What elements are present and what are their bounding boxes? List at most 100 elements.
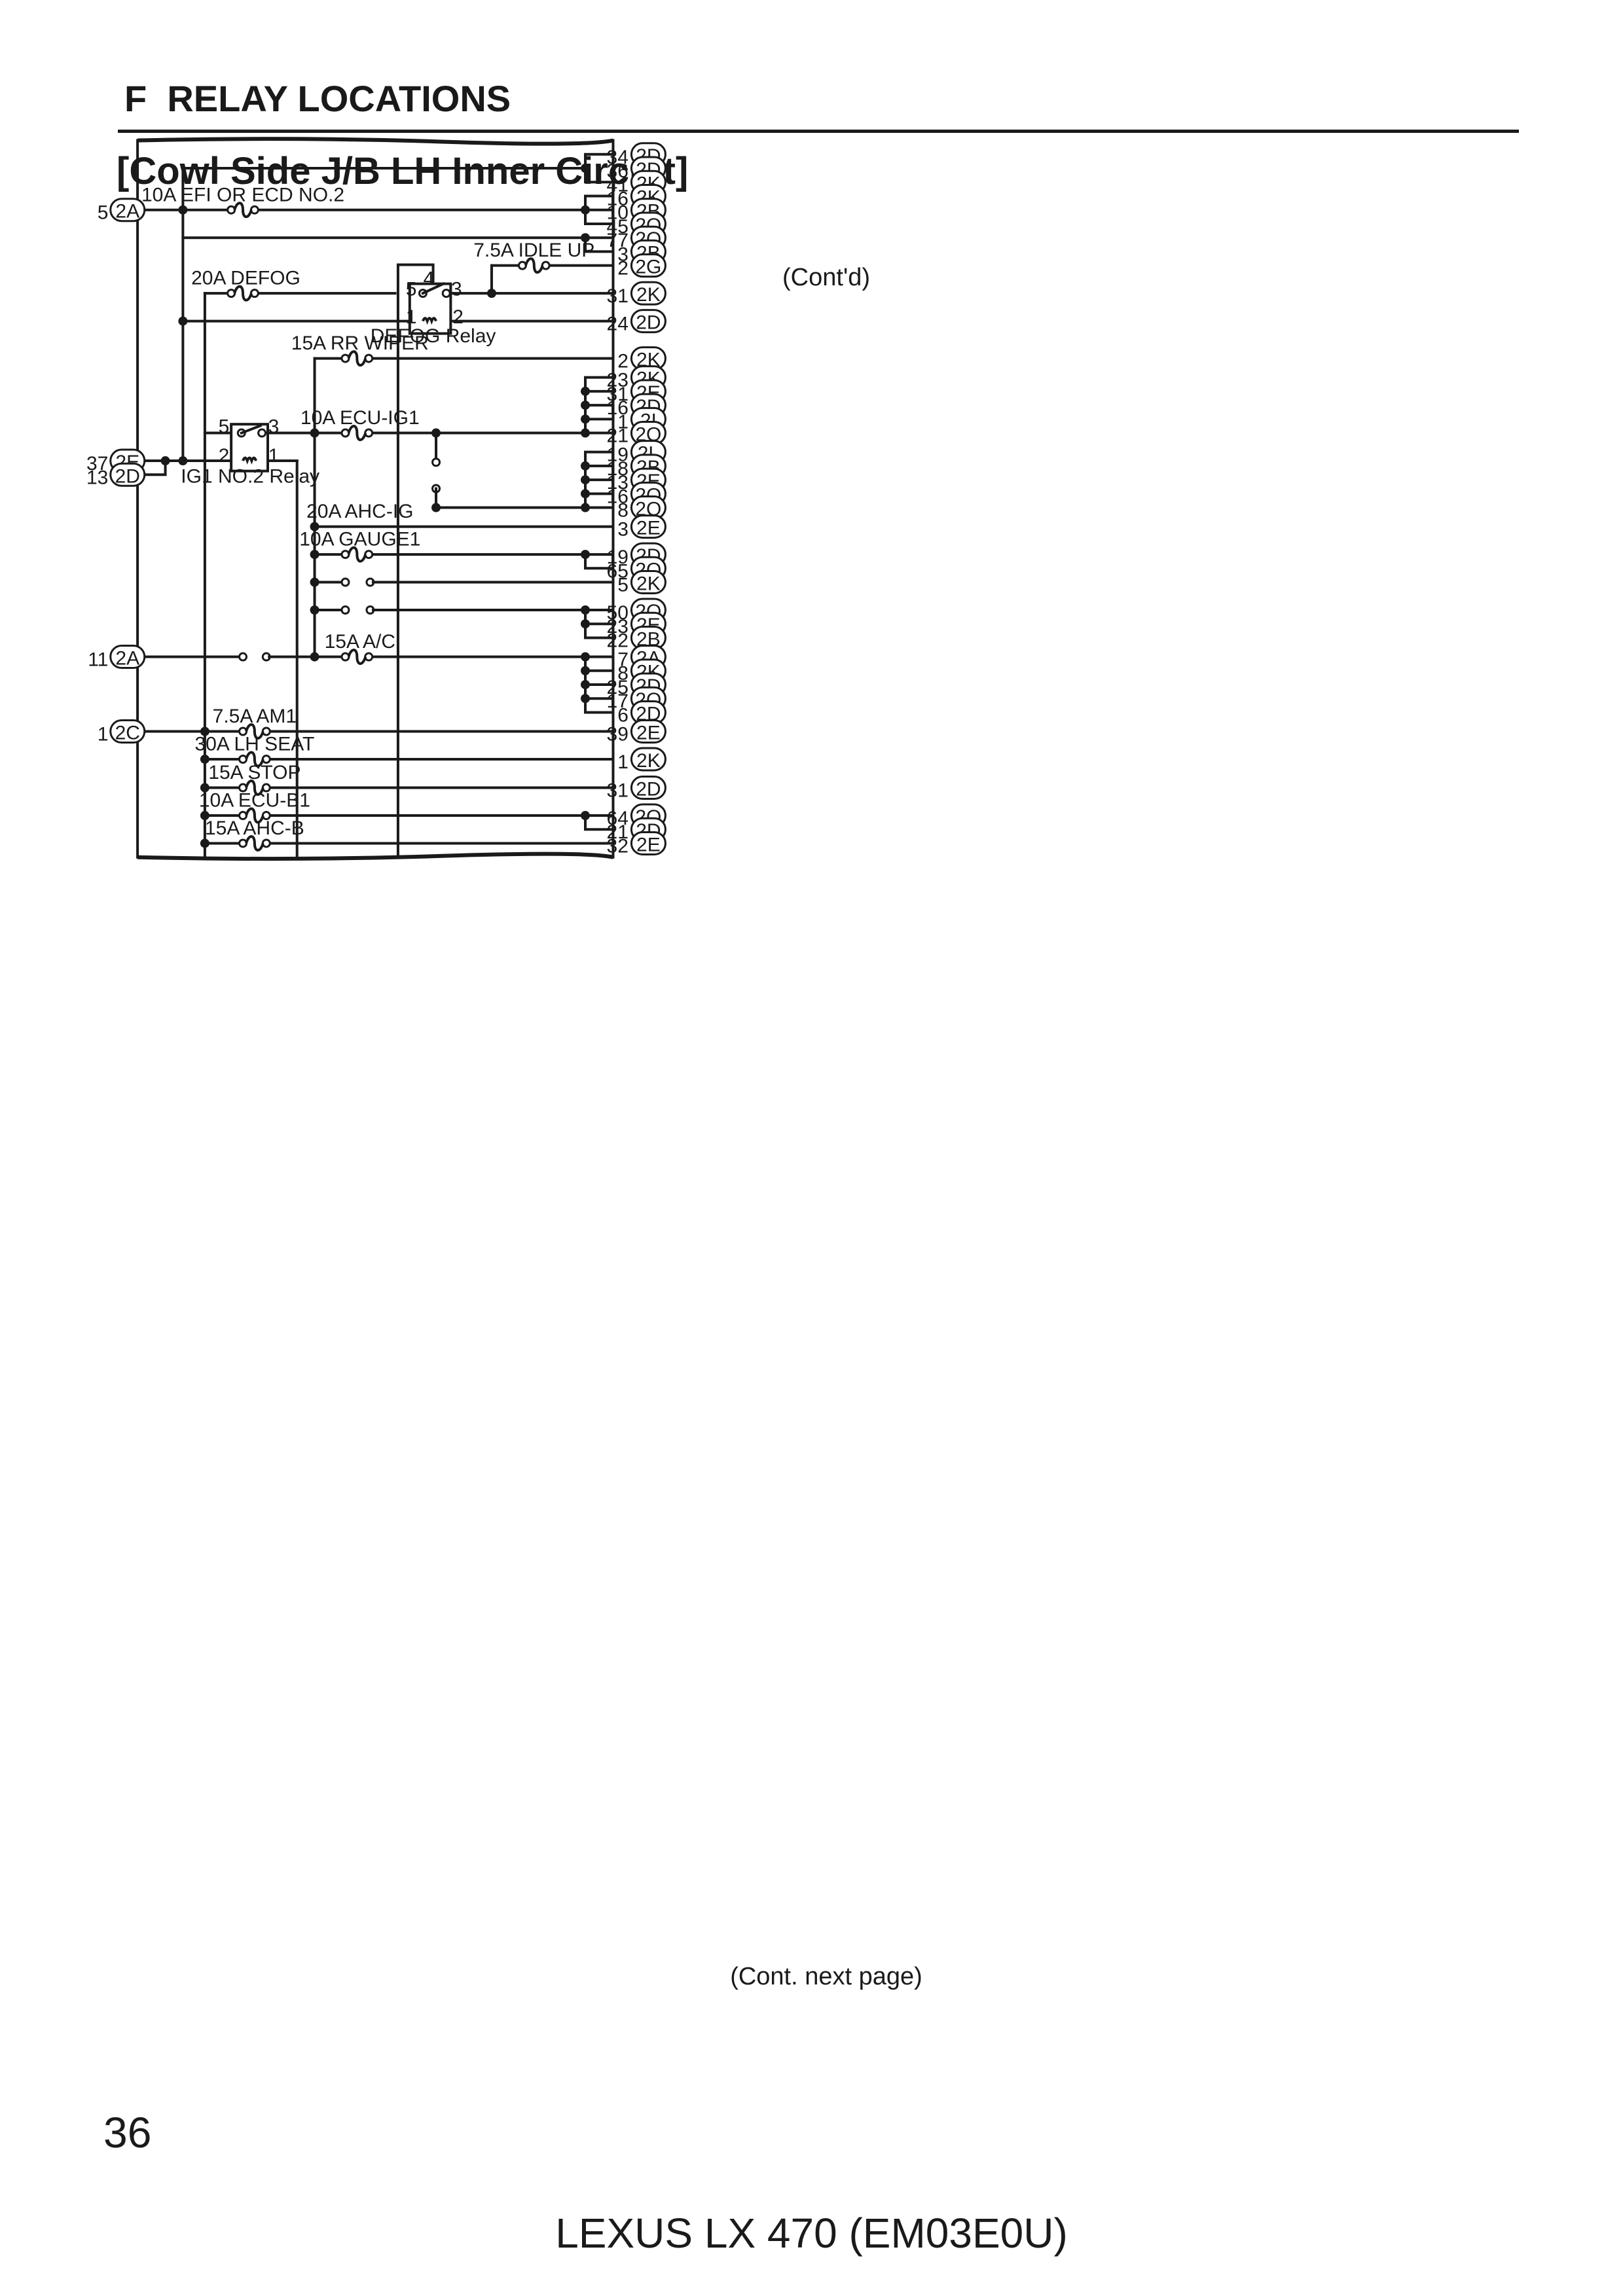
junction-dot [581, 679, 590, 689]
fuse-terminal [238, 838, 248, 848]
right-connector-oval [630, 281, 666, 306]
relay-contact [240, 423, 263, 435]
fuse-terminal [364, 353, 374, 363]
fuse-terminal [364, 428, 374, 438]
right-connector-pin: 24 [607, 314, 629, 335]
right-connector-pin: 16 [607, 486, 629, 507]
junction-dot [431, 428, 441, 438]
relay-name: DEFOG Relay [371, 325, 496, 347]
junction-dot [581, 401, 590, 410]
section-subtitle: [Cowl Side J/B LH Inner Circuit] [117, 150, 689, 192]
fuse-label: 10A ECU-B1 [199, 790, 310, 812]
left-connector-code: 2A [115, 648, 139, 670]
relay-pin: 3 [268, 416, 280, 437]
fuse-label: 15A RR WIPER [291, 332, 429, 354]
right-connector-code: 2E [636, 518, 661, 539]
terminal [431, 457, 441, 467]
fuse-terminal [249, 205, 259, 215]
right-connector-code: 2K [636, 284, 661, 306]
right-connector-pin: 25 [607, 677, 629, 698]
right-connector-pin: 1 [617, 411, 629, 433]
relay-pin: 5 [219, 416, 230, 437]
wire [137, 461, 167, 476]
right-connector-pin: 32 [607, 835, 629, 857]
fuse-label: 10A GAUGE1 [299, 529, 420, 550]
right-connector-oval [630, 309, 666, 334]
left-connector-pin: 11 [88, 649, 108, 671]
junction-dot [581, 666, 590, 675]
right-connector-code: 2D [636, 312, 661, 334]
right-connector-pin: 41 [607, 174, 629, 196]
right-connector-pin: 2 [617, 351, 629, 372]
right-connector-pin: 23 [607, 370, 629, 391]
right-connector-oval [630, 747, 666, 772]
right-connector-pin: 19 [607, 444, 629, 466]
left-connector-pin: 13 [86, 467, 108, 488]
frame-bottom [137, 852, 614, 861]
right-connector-oval [630, 514, 666, 539]
right-connector-pin: 45 [607, 216, 629, 238]
junction-dot [581, 414, 590, 424]
fuse-terminal [364, 652, 374, 662]
junction-dot [310, 522, 319, 531]
header-rule [118, 130, 1519, 133]
fuse-terminal [340, 428, 350, 438]
right-connector-pin: 77 [607, 230, 629, 251]
fuse-element [233, 202, 253, 219]
relay-pin: 1 [268, 445, 280, 467]
fuse-element [233, 285, 253, 302]
relay-coil [422, 317, 437, 325]
fuse-element [524, 257, 544, 274]
right-connector-pin: 31 [607, 384, 629, 405]
junction-dot [310, 428, 319, 438]
junction-dot [581, 550, 590, 560]
left-connector-code: 2A [115, 201, 139, 223]
relay-pin: 5 [406, 278, 417, 300]
right-connector-pin: 1 [617, 751, 629, 773]
fuse-terminal [340, 652, 350, 662]
left-connector-oval [109, 462, 146, 487]
right-connector-pin: 34 [607, 147, 629, 168]
junction-dot [178, 316, 188, 326]
right-connector-pin: 3 [617, 243, 629, 265]
junction-dot [581, 386, 590, 396]
fuse-element [347, 350, 367, 367]
fuse-terminal [340, 550, 350, 560]
fuse-terminal [227, 205, 236, 215]
fuse-label: 15A A/C [325, 631, 395, 653]
right-connector-oval [630, 776, 666, 800]
right-connector-pin: 8 [617, 500, 629, 522]
fuse-terminal [541, 260, 551, 270]
junction-dot [581, 503, 590, 512]
junction-dot [310, 577, 319, 587]
relay-terminal [441, 289, 451, 298]
terminal [340, 605, 350, 615]
junction-dot [581, 461, 590, 471]
right-connector-pin: 50 [607, 602, 629, 624]
relay-coil [242, 456, 257, 465]
right-connector-pin: 36 [607, 160, 629, 182]
relay-name: IG1 NO.2 Relay [181, 466, 319, 488]
wire [584, 554, 613, 570]
right-connector-code: 2E [636, 834, 661, 855]
junction-dot [310, 550, 319, 560]
right-connector-pin: 21 [607, 425, 629, 447]
right-connector-oval [630, 719, 666, 744]
fuse-terminal [517, 260, 527, 270]
left-connector-pin: 37 [86, 453, 108, 475]
continued-next-label: (Cont. next page) [730, 1963, 922, 1990]
right-connector-code: 2K [636, 750, 661, 772]
right-connector-pin: 64 [607, 808, 629, 829]
right-connector-code: 2E [636, 723, 661, 744]
relay-contact [421, 281, 445, 295]
junction-dot [200, 811, 210, 821]
right-connector-pin: 31 [607, 285, 629, 307]
right-connector-pin: 7 [617, 649, 629, 671]
junction-dot [178, 456, 188, 466]
fuse-element [347, 546, 367, 563]
right-connector-pin: 16 [607, 188, 629, 209]
